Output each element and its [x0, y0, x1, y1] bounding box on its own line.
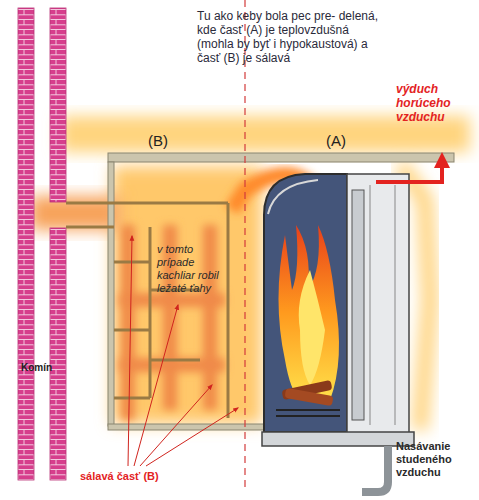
flue-glow [30, 196, 120, 230]
frame-detail [370, 185, 395, 425]
firebox [264, 174, 347, 432]
chimney-wall [18, 8, 34, 480]
part-label: (A) [326, 132, 366, 150]
leader-line [134, 305, 178, 466]
glass-door [352, 190, 364, 420]
baffle [66, 202, 228, 205]
exhaust-label: výduch horúceho vzduchu [396, 82, 478, 124]
horizontal-draughts [66, 203, 228, 418]
top-slab [108, 153, 454, 162]
baffle [114, 397, 150, 400]
chimney-wall [50, 228, 66, 480]
leader-line [140, 385, 212, 466]
grate [276, 410, 340, 416]
leader-lines [128, 236, 238, 466]
baffle [150, 359, 200, 362]
divider-line [244, 0, 245, 490]
draft-glow [118, 225, 225, 420]
intake-label: Nasávanie studeného vzduchu [396, 440, 478, 479]
leader-line [146, 408, 238, 466]
chimney-wall [50, 8, 66, 202]
insert-base [262, 432, 414, 446]
log [284, 388, 333, 406]
flame-core [299, 270, 325, 385]
baffle [114, 329, 150, 332]
grate-bar [276, 409, 340, 411]
grate-bar [276, 415, 340, 417]
baffle [66, 226, 114, 229]
draught-note: v tomto prípade kachliar robil ležaté ťa… [157, 243, 225, 295]
baffle [227, 203, 230, 418]
door-frame [347, 174, 409, 436]
part-label: (B) [148, 132, 188, 150]
exhaust-arrow [376, 160, 442, 182]
baffle [149, 227, 152, 398]
leader-line [128, 236, 132, 466]
intake-pipe [362, 446, 388, 492]
chimney-label: Komín [21, 362, 61, 374]
bottom-slab [108, 424, 268, 430]
note-text: Tu ako keby bola pec pre- delená, kde ča… [197, 9, 387, 66]
flame [279, 225, 340, 400]
radiant-label: sálavá časť (B) [80, 470, 220, 483]
flue-collar [268, 180, 318, 214]
